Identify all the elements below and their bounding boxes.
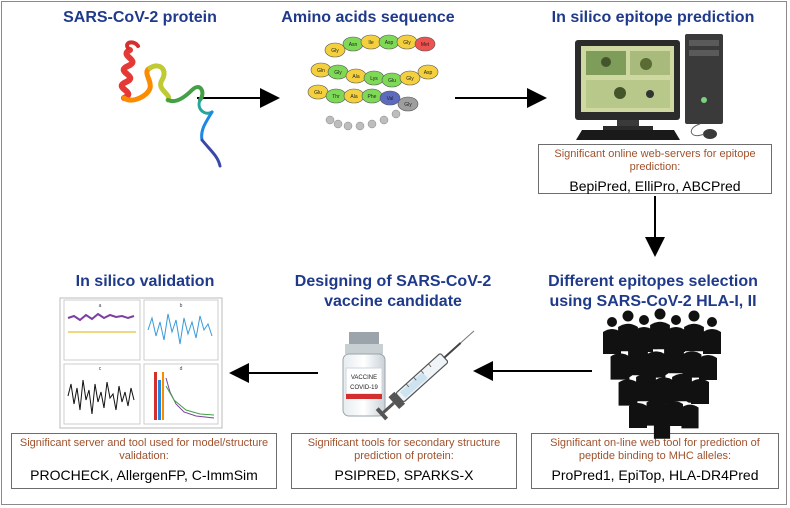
amino-acid-bead: Val bbox=[379, 90, 401, 106]
amino-acid-bead: Glu bbox=[307, 84, 329, 100]
selection-tools-box: Significant on-line web tool for predict… bbox=[531, 433, 779, 489]
validation-title: In silico validation bbox=[75, 273, 215, 290]
amino-acid-label: Asp bbox=[385, 40, 394, 46]
amino-acid-label: Gln bbox=[317, 68, 325, 74]
plot-panel-d: d bbox=[143, 363, 219, 425]
design-tools: PSIPRED, SPARKS-X bbox=[334, 467, 474, 483]
amino-acid-bead: Gly bbox=[327, 64, 349, 80]
chain-tail-bead bbox=[333, 119, 343, 129]
design-tools-box: Significant tools for secondary structur… bbox=[291, 433, 517, 489]
amino-acid-bead: Ala bbox=[345, 68, 367, 84]
amino-acid-label: Gly bbox=[404, 102, 412, 108]
design-title-line1: Designing of SARS-CoV-2 bbox=[294, 273, 492, 290]
chain-tail-bead bbox=[379, 115, 389, 125]
amino-acid-bead: Ile bbox=[360, 34, 382, 50]
amino-acid-label: Met bbox=[421, 42, 430, 48]
amino-acid-bead: Phe bbox=[361, 88, 383, 104]
validation-caption: Significant server and tool used for mod… bbox=[19, 437, 269, 462]
prediction-tools-box: Significant online web-servers for epito… bbox=[538, 144, 772, 194]
sequence-title: Amino acids sequence bbox=[281, 9, 455, 26]
amino-acid-bead: Glu bbox=[381, 72, 403, 88]
chain-tail-bead bbox=[343, 121, 353, 131]
selection-title: Different epitopes selection using SARS-… bbox=[528, 272, 778, 312]
amino-acid-label: Glu bbox=[314, 90, 322, 96]
amino-acid-bead: Asn bbox=[342, 36, 364, 52]
validation-plots-image: a b c d bbox=[59, 297, 223, 429]
person-silhouette bbox=[653, 405, 671, 439]
amino-acid-bead: Asp bbox=[417, 64, 439, 80]
syringe-icon bbox=[375, 330, 475, 421]
design-title-line2: vaccine candidate bbox=[324, 293, 462, 310]
amino-acid-bead: Asp bbox=[378, 34, 400, 50]
vaccine-vial-icon: VACCINE COVID-19 bbox=[342, 332, 386, 417]
vial-label-line2: COVID-19 bbox=[350, 385, 378, 391]
crowd-silhouette-icon bbox=[603, 308, 721, 439]
validation-tools: PROCHECK, AllergenFP, C-ImmSim bbox=[30, 467, 258, 483]
plot-panel-b: b bbox=[143, 299, 219, 361]
chain-tail-bead bbox=[391, 109, 401, 119]
amino-acid-bead: Thr bbox=[325, 88, 347, 104]
plot-panel-a: a bbox=[63, 299, 141, 361]
design-title: Designing of SARS-CoV-2 vaccine candidat… bbox=[268, 272, 518, 312]
amino-acid-bead: Ala bbox=[343, 88, 365, 104]
amino-acid-label: Lys bbox=[370, 76, 378, 82]
amino-acid-label: Gly bbox=[406, 76, 414, 82]
selection-title-line2: using SARS-CoV-2 HLA-I, II bbox=[549, 293, 757, 310]
person-silhouette bbox=[691, 367, 709, 404]
amino-acid-bead: Gly bbox=[324, 42, 346, 58]
computer-icon bbox=[575, 34, 723, 140]
amino-acid-label: Phe bbox=[368, 94, 377, 100]
amino-acid-label: Val bbox=[387, 96, 394, 102]
chain-tail-bead bbox=[355, 121, 365, 131]
amino-acid-label: Gly bbox=[331, 48, 339, 54]
amino-acid-label: Asp bbox=[424, 70, 433, 76]
design-caption: Significant tools for secondary structur… bbox=[307, 437, 501, 462]
amino-acid-bead: Gly bbox=[397, 96, 419, 112]
plot-panel-a-label: a bbox=[99, 303, 102, 309]
plot-panel-c: c bbox=[63, 363, 141, 425]
amino-acid-bead: Gly bbox=[399, 70, 421, 86]
plot-panel-c-label: c bbox=[99, 366, 102, 372]
person-silhouette bbox=[681, 393, 699, 429]
protein-structure-image bbox=[118, 40, 222, 168]
amino-acid-label: Glu bbox=[388, 78, 396, 84]
amino-acid-label: Ala bbox=[350, 94, 357, 100]
amino-acid-label: Gly bbox=[403, 40, 411, 46]
plot-panel-b-label: b bbox=[180, 303, 183, 309]
amino-acid-bead: Met bbox=[414, 36, 436, 52]
amino-acid-label: Asn bbox=[349, 42, 358, 48]
protein-title: SARS-CoV-2 protein bbox=[63, 9, 217, 26]
prediction-tools: BepiPred, ElliPro, ABCPred bbox=[569, 178, 741, 194]
plot-panel-d-label: d bbox=[180, 366, 183, 372]
person-silhouette bbox=[618, 366, 638, 406]
amino-acid-label: Ile bbox=[368, 40, 374, 46]
amino-acid-label: Gly bbox=[334, 70, 342, 76]
vial-label-line1: VACCINE bbox=[351, 375, 377, 381]
amino-acid-bead: Gly bbox=[396, 34, 418, 50]
person-silhouette bbox=[635, 315, 653, 352]
selection-tools: ProPred1, EpiTop, HLA-DR4Pred bbox=[551, 467, 759, 483]
person-silhouette bbox=[654, 364, 674, 404]
prediction-title: In silico epitope prediction bbox=[551, 9, 755, 26]
selection-title-line1: Different epitopes selection bbox=[548, 273, 758, 290]
amino-acid-label: Ala bbox=[352, 74, 359, 80]
selection-caption: Significant on-line web tool for predict… bbox=[550, 437, 760, 462]
validation-tools-box: Significant server and tool used for mod… bbox=[11, 433, 277, 489]
amino-acid-bead: Gln bbox=[310, 62, 332, 78]
amino-acid-bead: Lys bbox=[363, 70, 385, 86]
prediction-caption: Significant online web-servers for epito… bbox=[554, 148, 756, 173]
chain-tail-bead bbox=[367, 119, 377, 129]
chain-tail-bead bbox=[325, 115, 335, 125]
person-silhouette bbox=[629, 391, 647, 428]
amino-acid-label: Thr bbox=[332, 94, 340, 100]
